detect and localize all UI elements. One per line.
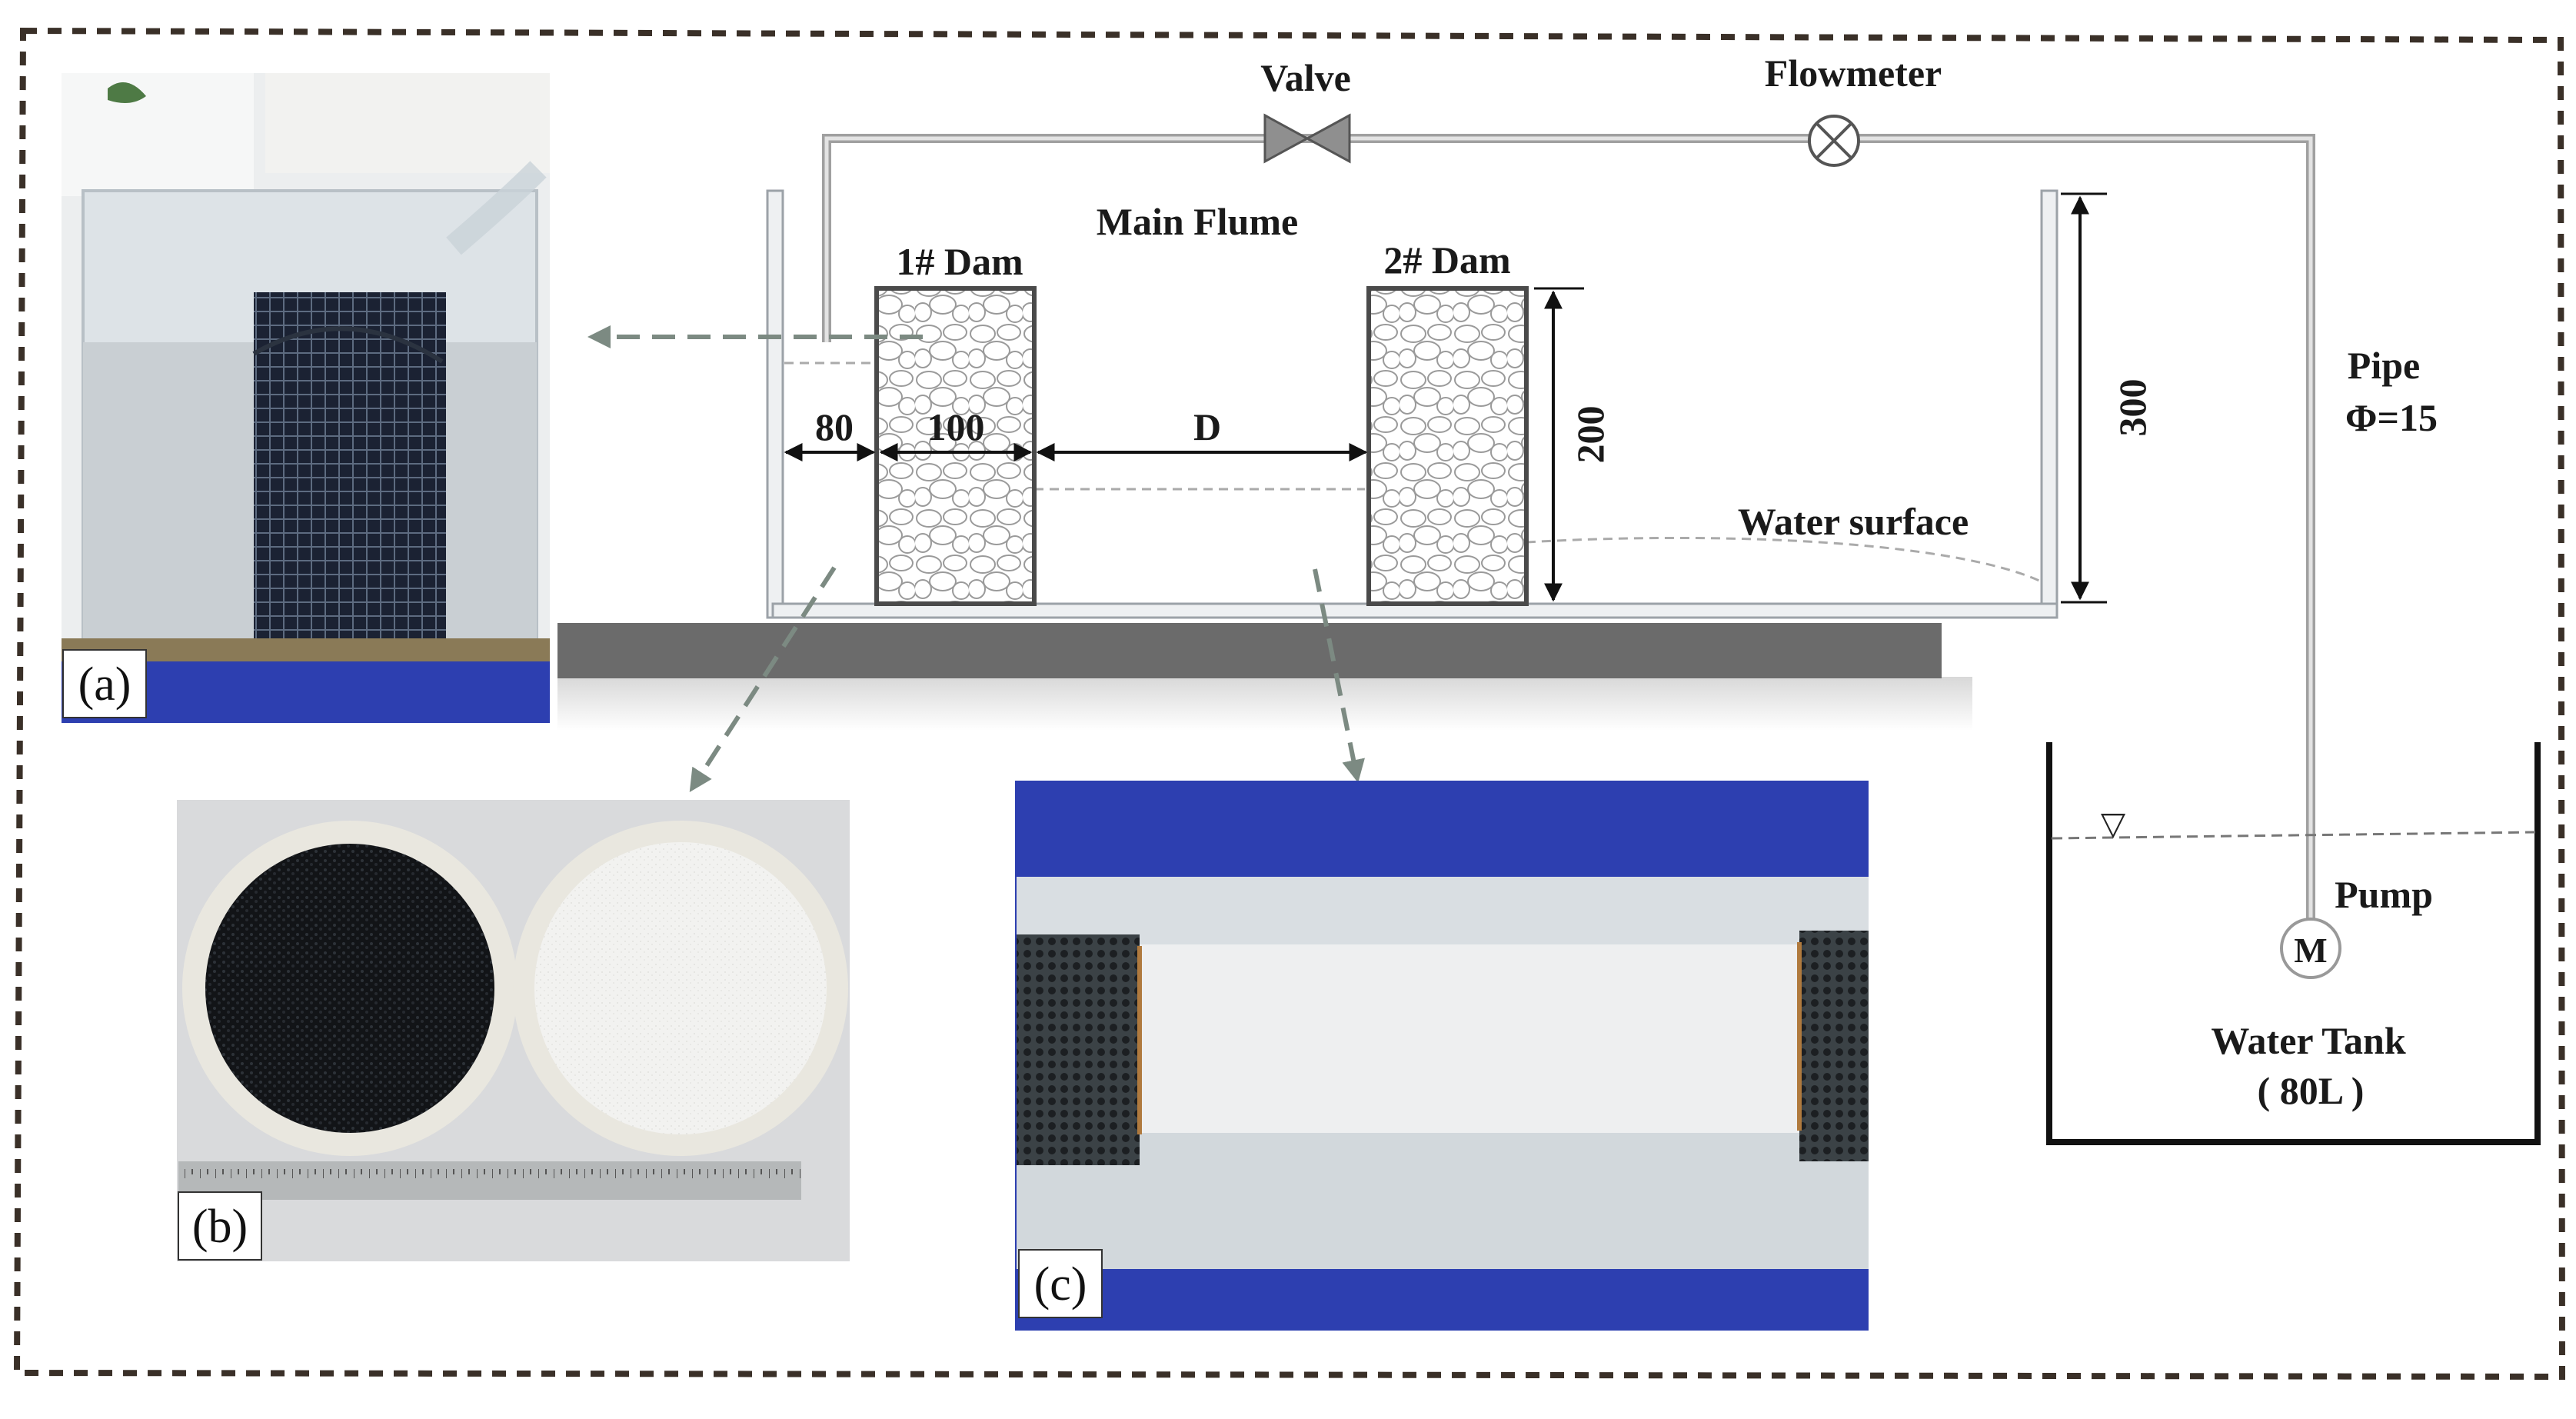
dim-dam-width: 100: [927, 405, 985, 448]
pipe-diameter-label: Φ=15: [2345, 396, 2438, 439]
flume-base: [557, 623, 1942, 678]
photo-b-label: (b): [192, 1201, 248, 1253]
tank-volume-label: ( 80L ): [2258, 1069, 2365, 1112]
supply-pipe: [822, 134, 2315, 927]
photo-c-label-bg: [1018, 1249, 1103, 1318]
pump-motor-icon: [2280, 918, 2341, 979]
pipe-label: Pipe: [2348, 344, 2420, 387]
downstream-water-line: [1526, 536, 2040, 582]
dam-2-label: 2# Dam: [1383, 238, 1510, 281]
tank-water-level: [2051, 831, 2536, 840]
outer-dashed-frame: [13, 27, 2566, 1381]
photo-b-label-bg: [178, 1191, 262, 1261]
water-tank-label: Water Tank: [2211, 1019, 2406, 1062]
dimension-arrows: [784, 192, 2107, 604]
flume-base-shadow: [557, 677, 1972, 731]
main-flume: [766, 189, 2058, 619]
pump-label: Pump: [2335, 873, 2433, 916]
valve-label: Valve: [1260, 56, 1351, 99]
photo-b-sediment-samples: [177, 800, 850, 1261]
dam-1-label: 1# Dam: [896, 240, 1023, 283]
photo-connector-arrows: [587, 325, 1365, 793]
main-flume-label: Main Flume: [1097, 200, 1298, 243]
photo-a-label-bg: [62, 649, 147, 718]
photo-c-label: (c): [1034, 1258, 1087, 1311]
valve-icon: [1263, 113, 1351, 164]
dim-dam-height: 200: [1569, 406, 1612, 464]
water-level-symbol: ▽: [2101, 804, 2126, 842]
photo-c-flume-top-view: [1015, 781, 1869, 1331]
flowmeter-icon: [1808, 115, 1860, 167]
dim-left-gap: 80: [815, 405, 854, 448]
photo-a-label: (a): [78, 658, 131, 711]
water-surface-label: Water surface: [1738, 500, 1969, 543]
dim-flume-height: 300: [2111, 379, 2154, 437]
water-tank: [2046, 742, 2541, 1145]
dam-2: [1366, 286, 1529, 606]
pump-symbol: M: [2294, 931, 2327, 970]
flowmeter-label: Flowmeter: [1765, 52, 1942, 95]
photo-a-flume-side-view: [62, 73, 550, 723]
dim-spacing: D: [1193, 405, 1221, 448]
